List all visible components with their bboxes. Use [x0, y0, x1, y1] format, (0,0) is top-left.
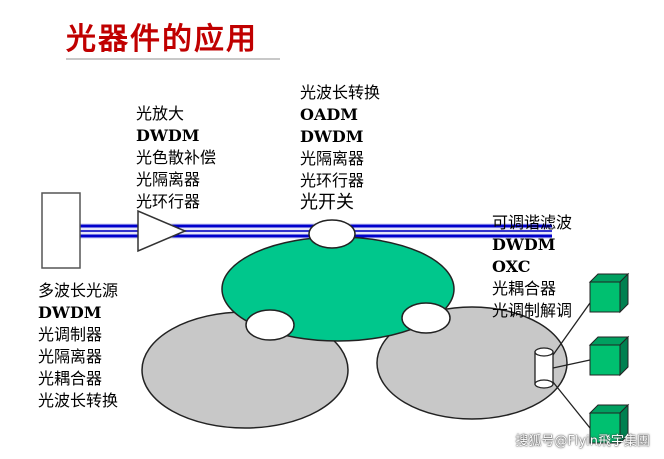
label-line: 光波长转换 [300, 83, 381, 102]
terminal-cube-3 [588, 403, 630, 445]
label-line: DWDM [492, 235, 556, 254]
right-node [401, 302, 451, 334]
top-node-labels: 光波长转换 OADM DWDM 光隔离器 光环行器 光开关 [300, 82, 380, 214]
label-line: OADM [300, 105, 358, 124]
watermark: 搜狐号@Flyin飛宇集團 [515, 434, 650, 449]
label-line: 光耦合器 [38, 369, 103, 388]
label-line: DWDM [300, 127, 364, 146]
amplifier-labels: 光放大 DWDM 光色散补偿 光隔离器 光环行器 [136, 103, 216, 213]
label-line: 光调制解调 [492, 301, 573, 320]
hub-cylinder [534, 347, 554, 389]
label-line: 光环行器 [136, 192, 201, 211]
title-underline [66, 58, 280, 60]
page-title: 光器件的应用 [66, 22, 258, 57]
hub-links [552, 302, 591, 429]
label-line: 光隔离器 [38, 347, 103, 366]
label-line: 光波长转换 [38, 391, 119, 410]
label-line: 光开关 [300, 192, 354, 213]
label-line: 光环行器 [300, 171, 365, 190]
left-node [245, 309, 295, 341]
label-line: 多波长光源 [38, 281, 119, 300]
right-node-labels: 可调谐滤波 DWDM OXC 光耦合器 光调制解调 [492, 212, 572, 322]
label-line: 可调谐滤波 [492, 213, 573, 232]
terminal-cube-2 [588, 335, 630, 377]
label-line: DWDM [38, 303, 102, 322]
label-line: DWDM [136, 126, 200, 145]
amplifier-icon [137, 209, 187, 253]
label-line: 光调制器 [38, 325, 103, 344]
label-line: 光隔离器 [300, 149, 365, 168]
terminal-cube-1 [588, 272, 630, 314]
label-line: OXC [492, 257, 531, 276]
label-line: 光放大 [136, 104, 185, 123]
source-labels: 多波长光源 DWDM 光调制器 光隔离器 光耦合器 光波长转换 [38, 280, 118, 412]
light-source-box [41, 192, 81, 269]
right-ring [376, 306, 568, 420]
label-line: 光隔离器 [136, 170, 201, 189]
label-line: 光色散补偿 [136, 148, 217, 167]
label-line: 光耦合器 [492, 279, 557, 298]
top-node [308, 219, 356, 249]
